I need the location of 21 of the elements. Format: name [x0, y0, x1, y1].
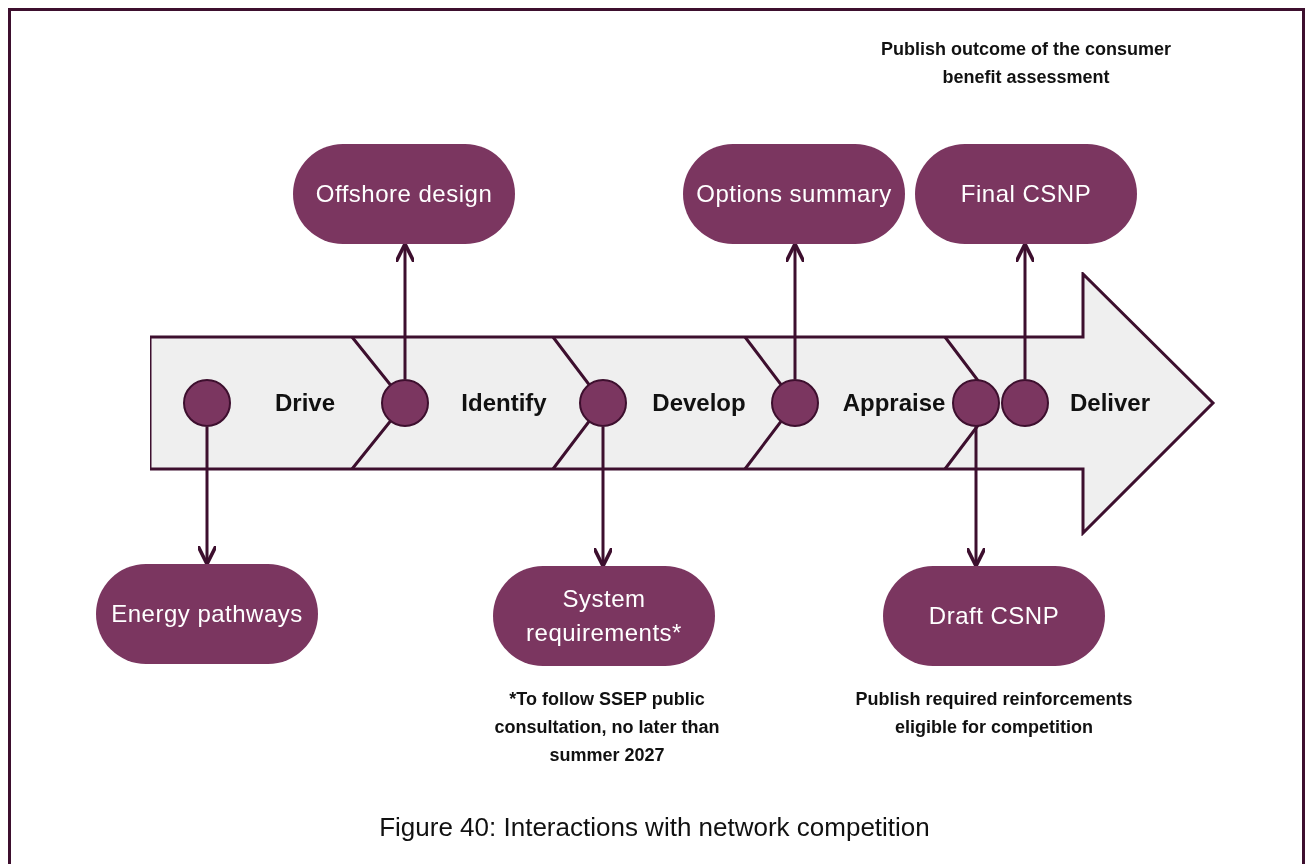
milestone-label: System requirements*	[525, 584, 683, 648]
stage-label: Appraise	[829, 383, 959, 423]
note-text: Publish outcome of the consumer benefit assessment	[880, 38, 1172, 89]
stage-label: Identify	[444, 383, 564, 423]
stage-label: Develop	[639, 383, 759, 423]
arrow	[196, 427, 218, 566]
arrow	[394, 242, 416, 379]
milestone-label: Options summary	[696, 179, 892, 210]
milestone-label: Energy pathways	[111, 599, 303, 630]
milestone-label: Final CSNP	[960, 179, 1092, 210]
figure-caption: Figure 40: Interactions with network competition	[378, 812, 931, 843]
milestone-label: Draft CSNP	[928, 601, 1060, 632]
stage-label: Drive	[255, 383, 355, 423]
arrow	[784, 242, 806, 379]
note-text: Publish required reinforcements eligible for competition	[854, 688, 1134, 739]
arrow	[592, 427, 614, 568]
arrow	[1014, 242, 1036, 379]
milestone-label: Offshore design	[315, 179, 493, 210]
stage-label: Deliver	[1055, 383, 1165, 423]
note-text: *To follow SSEP public consultation, no later than summer 2027	[493, 688, 721, 767]
arrow	[965, 427, 987, 568]
